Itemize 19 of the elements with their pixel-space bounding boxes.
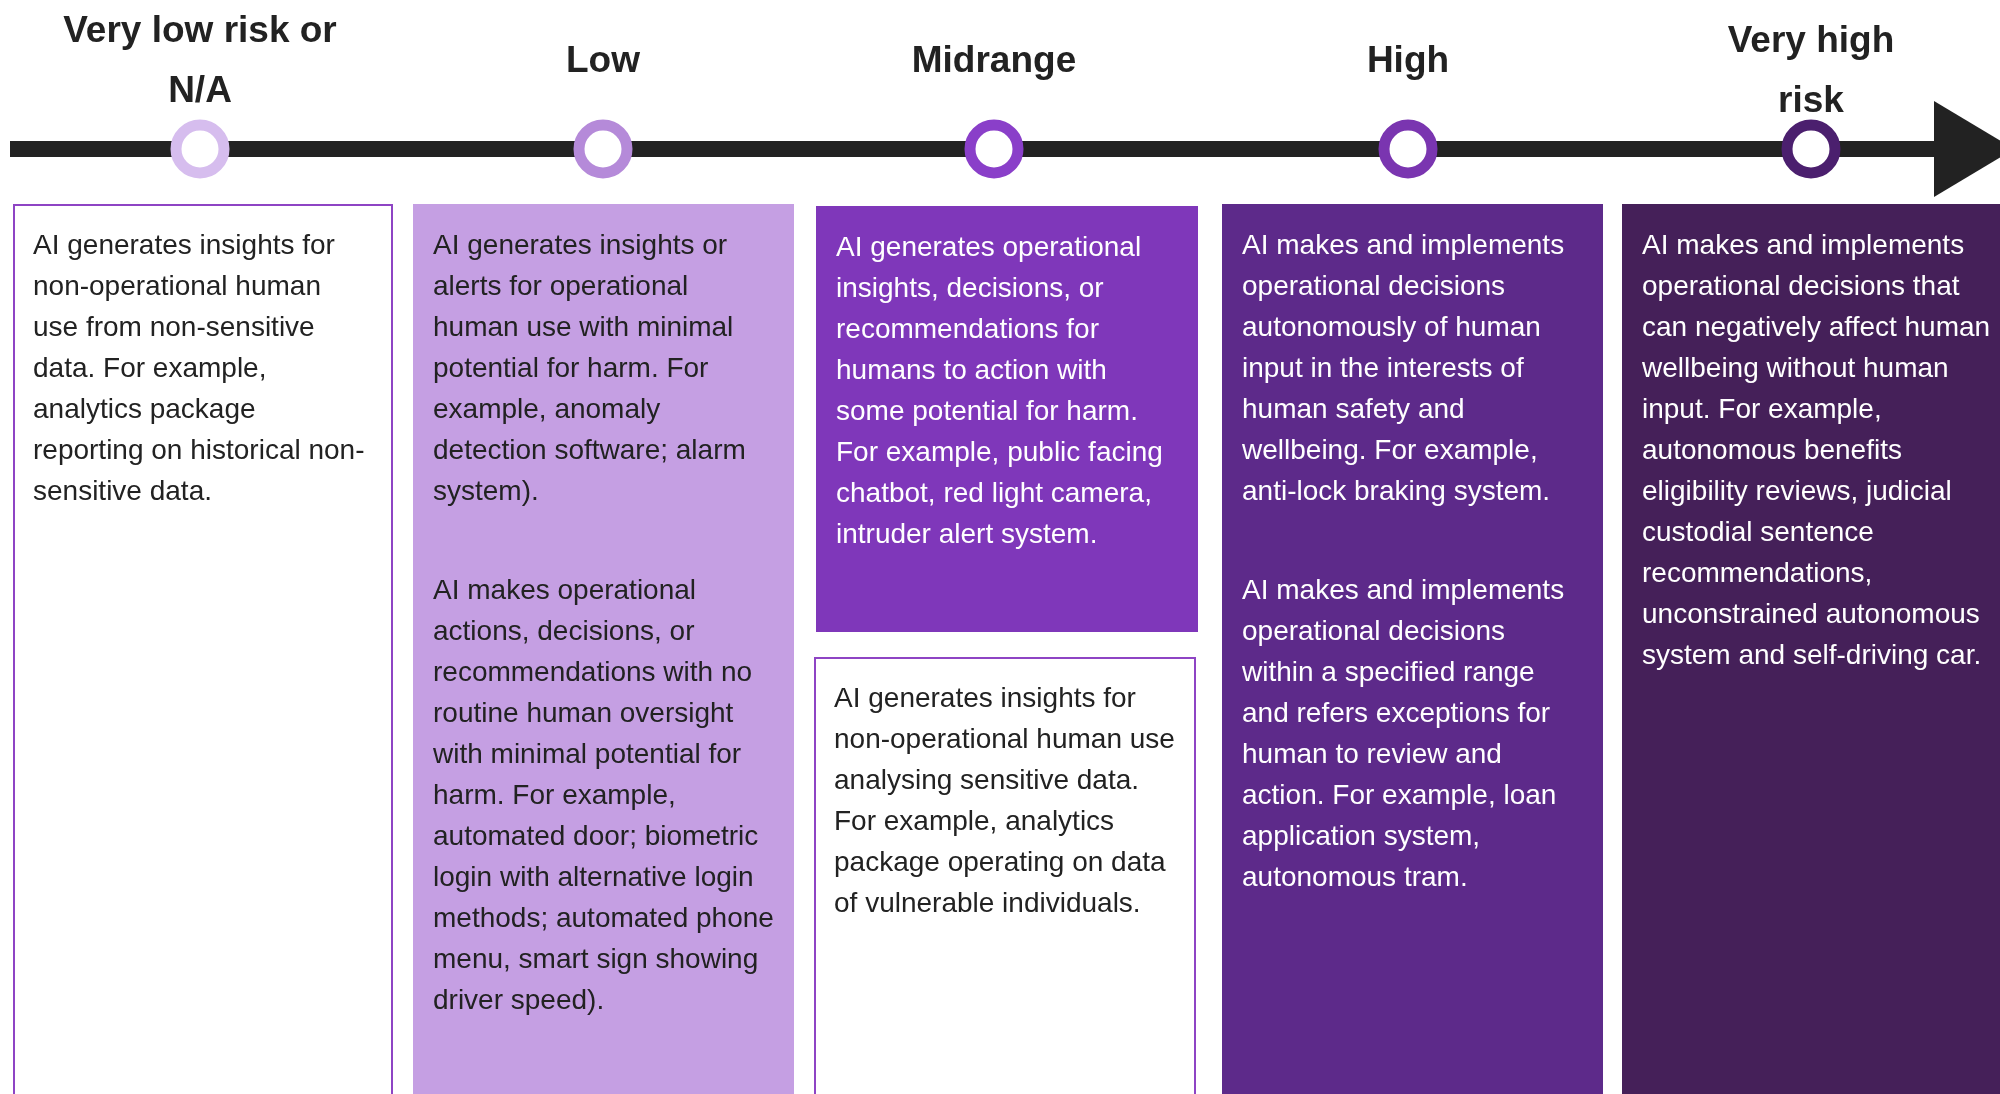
risk-level-heading: Midrange: [910, 38, 1078, 82]
description-text: AI makes and implements operational decisions that can negatively affect human wellbeing without human input. For example, autonomous benefits eligibility reviews, judicial custodial sentence recommendations, unconstrained autonomous system and self-driving car.: [1642, 228, 1992, 672]
description-text: AI makes and implements operational decisions within a specified range and refers exceptions for human to review and action. For example, loan application system, autonomous tram.: [1242, 573, 1566, 894]
description-text: AI generates insights for non-operational human use from non-sensitive data. For example, analytics package reporting on historical non-sensitive data.: [33, 228, 366, 508]
description-card: [816, 206, 1198, 632]
risk-level-heading: Very high risk: [1726, 18, 1896, 122]
description-card: [1222, 204, 1603, 1094]
risk-level-heading: High: [1365, 38, 1451, 82]
description-text: AI generates insights for non-operational human use analysing sensitive data. For example, analytics package operating on data of vulnerable individuals.: [834, 681, 1176, 920]
description-card: [1622, 204, 2000, 1094]
description-text: AI generates insights or alerts for operational human use with minimal potential for harm. For example, anomaly detection software; alarm system).: [433, 228, 747, 508]
risk-level-heading: Low: [565, 38, 641, 82]
description-text: AI generates operational insights, decisions, or recommendations for humans to action with some potential for harm. For example, public facing chatbot, red light camera, intruder alert system.: [836, 230, 1164, 551]
description-text: AI makes and implements operational decisions autonomously of human input in the interests of human safety and wellbeing. For example, anti-lock braking system.: [1242, 228, 1566, 508]
description-text: AI makes operational actions, decisions, or recommendations with no routine human oversight with minimal potential for harm. For example, automated door; biometric login with alternative login methods; automated phone menu, smart sign showing driver speed).: [433, 573, 774, 1017]
description-card: [413, 204, 794, 1094]
description-card: [13, 204, 393, 1094]
description-card: [814, 657, 1196, 1094]
risk-level-heading: Very low risk or N/A: [62, 8, 338, 112]
